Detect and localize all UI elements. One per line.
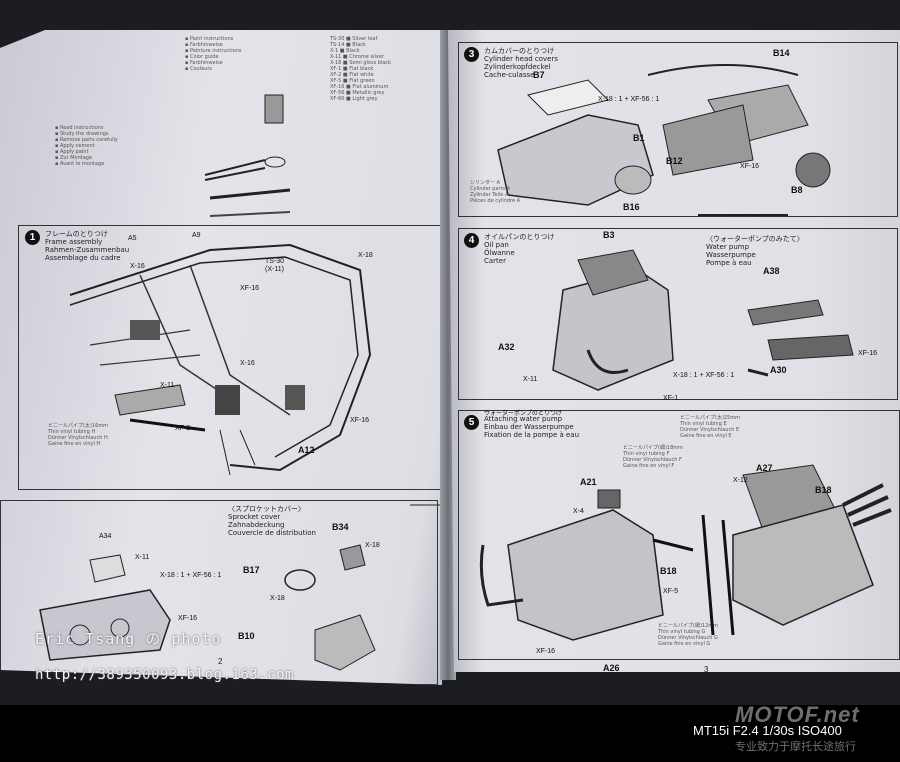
- notes-block: ▪ Read instructions▪ Study the drawings▪…: [55, 125, 118, 167]
- label-b3: B3: [603, 230, 615, 240]
- step-1-title: フレームのとりつけ Frame assembly Rahmen-Zusammen…: [45, 230, 130, 262]
- label-x18: X-18: [358, 252, 373, 259]
- label-b17: B17: [243, 565, 260, 575]
- label-xf16f: XF-16: [536, 648, 556, 655]
- water-pump-title: 〈ウォーターポンプのみたて〉 Water pump Wasserpumpe Po…: [706, 235, 804, 267]
- tubing-g-note: ビニールパイプ(細)12mm Thin vinyl tubing G Dünne…: [658, 623, 719, 647]
- tools-illustration: [204, 94, 291, 217]
- label-b18: B18: [815, 485, 832, 495]
- site-slogan: 专业致力于摩托长途旅行: [735, 740, 856, 753]
- label-a30: A30: [770, 365, 787, 375]
- label-x11d: X-11: [523, 376, 538, 383]
- label-xf16d: XF-16: [740, 163, 760, 170]
- paint-instructions: ▪ Paint instructions▪ Farbhinweise▪ Pein…: [185, 36, 242, 72]
- label-a21: A21: [580, 477, 597, 487]
- tubing-e-note: ビニールパイプ(太)25mm Thin vinyl tubing E Dünne…: [680, 415, 741, 439]
- step-5-number: 5: [464, 415, 479, 430]
- label-x11: (X-11): [265, 266, 284, 273]
- page-number-left: 2: [218, 657, 223, 666]
- step-4-title: オイルパンのとりつけ Oil pan Ölwanne Carter: [484, 233, 555, 265]
- manual-page-right: 3 カムカバーのとりつけ Cylinder head covers Zylind…: [448, 30, 900, 672]
- frame-drawing: [69, 243, 440, 506]
- step-1-number: 1: [25, 230, 40, 245]
- label-b1: B1: [633, 133, 645, 143]
- label-a26: A26: [603, 663, 620, 673]
- label-mix3: X-18 : 1 + XF-56 : 1: [673, 372, 735, 379]
- cylinder-note: シリンダー A Cylinder parts A Zylinder Teile …: [470, 180, 521, 204]
- label-xf16b: XF-16: [350, 417, 370, 424]
- label-b34: B34: [332, 522, 349, 532]
- label-a5: A5: [128, 235, 137, 242]
- label-a9: A9: [192, 232, 201, 239]
- label-xf2: XF-2: [175, 425, 191, 432]
- label-mix: X-18 : 1 + XF-56 : 1: [160, 572, 222, 579]
- label-mix2: X-18 : 1 + XF-56 : 1: [598, 96, 660, 103]
- label-b10: B10: [238, 631, 255, 641]
- manual-page-left: ▪ Paint instructions▪ Farbhinweise▪ Pein…: [0, 30, 448, 685]
- step-5-title: Attaching water pump Einbau der Wasserpu…: [484, 415, 580, 439]
- tubing-h-note: ビニールパイプ(太)16mm Thin vinyl tubing H Dünne…: [48, 423, 109, 447]
- label-xf5: XF-5: [663, 588, 679, 595]
- label-x18b: X-18: [365, 542, 380, 549]
- label-b16: B16: [623, 202, 640, 212]
- label-a34: A34: [99, 533, 112, 540]
- step-4-number: 4: [464, 233, 479, 248]
- page-number-right: 3: [704, 665, 709, 674]
- photographer-watermark: Eric Tsang の photo: [35, 630, 222, 648]
- label-a32: A32: [498, 342, 515, 352]
- label-x4: X-4: [573, 508, 584, 515]
- site-logo: MOTOF.net: [735, 702, 860, 727]
- label-x11b: X-11: [160, 382, 175, 389]
- label-x16b: X-16: [240, 360, 255, 367]
- cylinder-head-drawing: [497, 64, 831, 216]
- label-b8: B8: [791, 185, 803, 195]
- label-xf16: XF-16: [240, 285, 260, 292]
- step-5-title-jp: ウォーターポンプのとりつけ: [484, 411, 562, 417]
- label-x18c: X-18: [270, 595, 285, 602]
- step-4-panel: [458, 228, 898, 400]
- label-b14: B14: [773, 48, 790, 58]
- label-x12: X-12: [733, 477, 748, 484]
- label-a12: A12: [298, 445, 315, 455]
- label-ts30: TS-30: [265, 258, 285, 265]
- sprocket-cover-title: 〈スプロケットカバー〉 Sprocket cover Zahnabdeckung…: [228, 505, 316, 537]
- blog-url-watermark: http://389350093.blog.163.com: [35, 667, 294, 683]
- label-b7: B7: [533, 70, 545, 80]
- water-pump-drawing: [479, 464, 892, 641]
- step-3-panel: [458, 42, 898, 217]
- engine-case-drawing: [39, 544, 376, 671]
- label-x11c: X-11: [135, 554, 150, 561]
- step-3-number: 3: [464, 47, 479, 62]
- label-b12: B12: [666, 156, 683, 166]
- label-xf16e: XF-16: [858, 350, 878, 357]
- label-x16: X-16: [130, 263, 145, 270]
- photo: ▪ Paint instructions▪ Farbhinweise▪ Pein…: [0, 0, 900, 705]
- label-xf1: XF-1: [663, 395, 679, 402]
- label-xf16c: XF-16: [178, 615, 198, 622]
- label-b18b: B18: [660, 566, 677, 576]
- label-a27: A27: [756, 463, 773, 473]
- caption-bar: [0, 705, 900, 762]
- exif-info: MT15i F2.4 1/30s ISO400: [693, 723, 842, 738]
- step-3-title: カムカバーのとりつけ Cylinder head covers Zylinder…: [484, 47, 559, 79]
- tubing-f-note: ビニールパイプ(細)18mm Thin vinyl tubing F Dünne…: [623, 445, 684, 469]
- oil-pan-drawing: [552, 249, 854, 391]
- label-a38: A38: [763, 266, 780, 276]
